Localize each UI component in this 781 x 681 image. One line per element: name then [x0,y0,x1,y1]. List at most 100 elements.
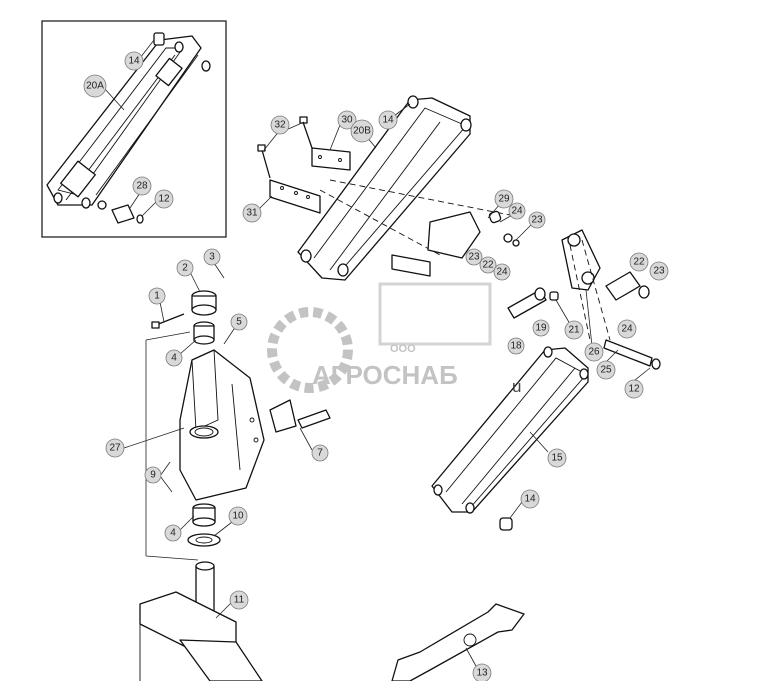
callout-bubble [617,319,637,339]
callout-7: 7 [311,444,329,462]
callout-bubble [270,115,290,135]
callout-label: 27 [109,443,121,454]
callout-bubble [176,259,194,277]
callout-label: 20B [353,126,371,137]
arm-20b [297,95,511,281]
callout-23-a: 23 [528,211,546,229]
callout-bubble [507,337,525,355]
callout-bubble [124,51,144,71]
callout-bubble [564,320,584,340]
stray-glyph: u [512,377,521,396]
callout-23-b: 23 [465,248,483,266]
callout-26: 26 [584,342,604,362]
callout-label: 22 [482,260,494,271]
callout-label: 10 [232,511,244,522]
bracket-29 [391,210,520,277]
callout-label: 14 [524,494,536,505]
callout-27: 27 [105,438,125,458]
callout-label: 11 [234,595,245,606]
callout-bubble [494,189,514,209]
arm-15 [431,346,589,514]
bolts-32 [257,116,313,179]
leader-lines [103,39,651,667]
callout-bubble [105,438,125,458]
callout-bubble [337,110,357,130]
callout-bubble [228,506,248,526]
callout-label: 25 [600,365,612,376]
callout-bubble [528,211,546,229]
callout-bubble [154,189,174,209]
housing-27 [179,349,265,501]
callout-bubble [624,379,644,399]
callout-label: 1 [154,291,160,302]
callout-4-top: 4 [165,349,183,367]
callout-label: 4 [170,528,176,539]
callout-11: 11 [229,590,249,610]
watermark-logo: ООО АГРОСНАБ u [267,282,521,396]
bushing-4-top [193,321,215,345]
callout-21: 21 [564,320,584,340]
callout-15: 15 [547,448,567,468]
callout-bubble [144,466,162,484]
callout-19: 19 [532,319,550,337]
assembly-bracket-line-bottom [145,555,199,561]
callout-24-b: 24 [493,263,511,281]
bolt-19 [507,287,547,319]
callout-label: 29 [498,194,510,205]
bolt-1 [151,313,185,329]
callout-bubble [378,110,398,130]
callout-label: 23 [531,215,543,226]
callout-18: 18 [507,337,525,355]
callout-14-inset: 14 [124,51,144,71]
callout-label: 32 [274,120,286,131]
callout-22-b: 22 [629,252,649,272]
plate-31 [269,179,321,214]
callout-label: 23 [468,252,480,263]
callout-24-c: 24 [617,319,637,339]
callout-bubble [584,342,604,362]
callout-label: 13 [476,668,488,679]
inset-pin-28 [111,204,144,224]
callout-bubble [132,176,152,196]
callout-label: 18 [510,341,522,352]
callout-3: 3 [203,248,221,266]
callout-20a: 20A [83,74,107,98]
watermark-brand-text: АГРОСНАБ [312,360,458,390]
callout-label: 24 [621,324,633,335]
callout-label: 31 [246,208,258,219]
callout-label: 9 [150,470,156,481]
callout-bubble [230,313,248,331]
watermark-small-text: ООО [390,343,416,355]
callout-label: 24 [496,267,508,278]
callout-14-top: 14 [378,110,398,130]
callout-bubble [148,287,166,305]
callout-bubble [229,590,249,610]
callout-label: 22 [633,257,645,268]
callout-bubble [350,119,374,143]
callout-14-bottom: 14 [520,489,540,509]
callout-28: 28 [132,176,152,196]
callout-label: 26 [588,347,600,358]
callout-25: 25 [596,360,616,380]
link-21-26 [549,229,611,341]
callout-12-inset: 12 [154,189,174,209]
callout-bubble [164,524,182,542]
inset-bushing-14 [153,32,165,46]
callout-label: 12 [158,194,170,205]
callout-label: 28 [136,181,148,192]
callout-bubble [649,261,669,281]
callout-bubble [532,319,550,337]
callout-22-a: 22 [479,256,497,274]
callout-bubble [547,448,567,468]
callout-label: 14 [382,115,394,126]
callout-29: 29 [494,189,514,209]
callout-bubble [242,203,262,223]
callout-label: 23 [653,266,665,277]
callout-23-c: 23 [649,261,669,281]
callout-31: 31 [242,203,262,223]
callout-label: 19 [535,323,547,334]
plate-30 [311,147,351,171]
assembly-bracket-line-top [145,331,191,341]
callout-4-bottom: 4 [164,524,182,542]
